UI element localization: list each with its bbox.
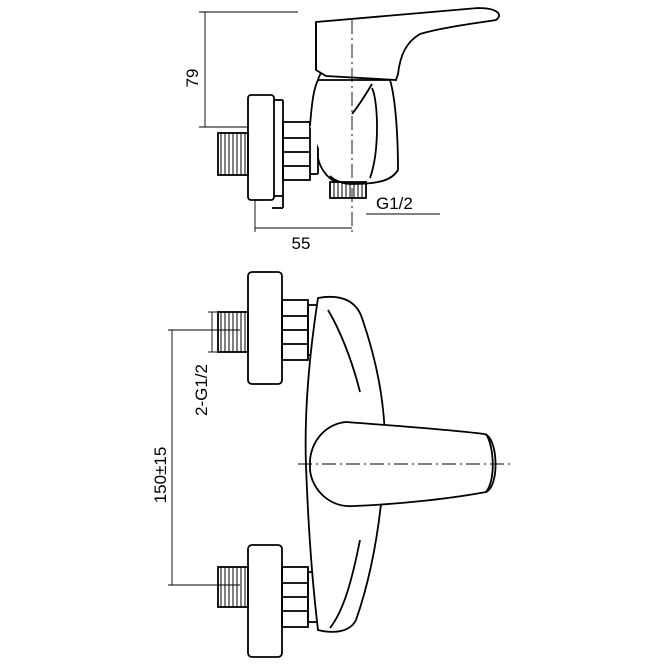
- outlet-thread-dimension: G1/2: [366, 194, 440, 215]
- lever-handle: [315, 7, 500, 81]
- lower-eccentric: [217, 544, 319, 658]
- height-dimension-label: 79: [183, 69, 202, 88]
- depth-dimension-label: 55: [292, 234, 311, 253]
- inlet-spacing-label: 150±15: [151, 447, 170, 504]
- inlet-thread: [217, 132, 249, 176]
- inlet-spacing-dimension: 150±15: [151, 329, 240, 586]
- side-view: 79: [183, 7, 500, 253]
- depth-dimension: 55: [254, 200, 352, 253]
- outlet-thread: [329, 181, 367, 199]
- height-dimension: 79: [183, 11, 298, 128]
- outlet-thread-label: G1/2: [376, 194, 413, 213]
- inlet-thread-label: 2-G1/2: [192, 364, 211, 416]
- wall-flange: [247, 94, 284, 209]
- inlet-thread-dimension: 2-G1/2: [192, 311, 218, 416]
- upper-eccentric: [217, 271, 319, 385]
- front-view: 150±15 2-G1/2: [151, 271, 514, 658]
- mixer-body: [309, 65, 399, 185]
